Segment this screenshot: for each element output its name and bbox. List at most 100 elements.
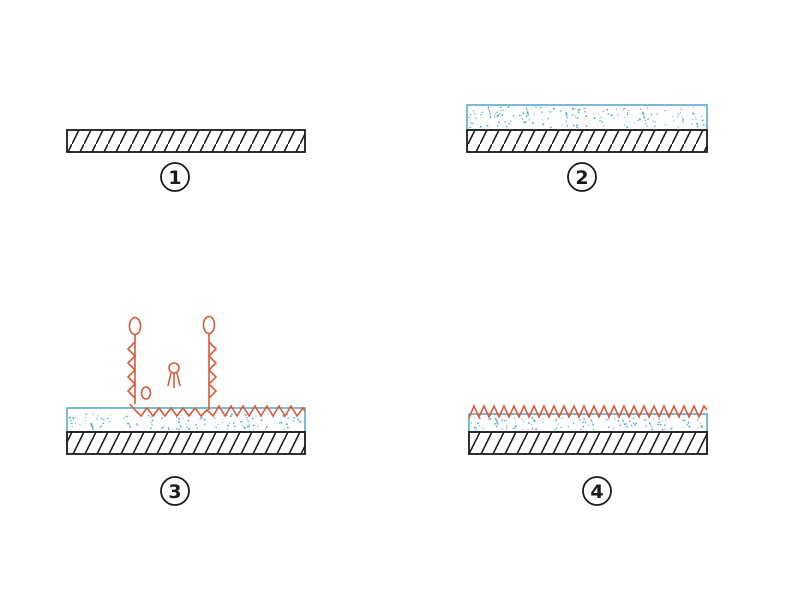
coating-dot (494, 417, 497, 420)
coating-dot (602, 125, 605, 127)
substrate-2 (466, 129, 708, 153)
spore-small (140, 386, 152, 400)
coating-dot (535, 428, 538, 431)
coating-dot (657, 423, 660, 426)
coating-dot (633, 422, 635, 424)
coating-dot (497, 423, 499, 425)
coating-dot (187, 429, 189, 431)
coating-dot (625, 426, 627, 428)
coating-dot (649, 422, 651, 425)
coating-dot (547, 117, 549, 120)
coating-dot (645, 425, 647, 427)
coating-dot (635, 422, 638, 425)
coating-dot (230, 413, 233, 416)
coating-dot (659, 423, 662, 426)
step-badge-4 (582, 476, 612, 506)
coating-dot (702, 123, 705, 126)
coating-dot (697, 427, 699, 429)
coating-dot (506, 427, 508, 430)
coating-dot (232, 421, 235, 424)
coating-dot (285, 423, 288, 426)
coating-dot (626, 126, 629, 129)
coating-dot (109, 414, 111, 416)
coating-dot (514, 421, 517, 423)
coating-dot (612, 114, 614, 116)
coating-dot (477, 422, 479, 425)
coating-dot (257, 425, 259, 427)
coating-dot (523, 421, 525, 423)
coating-dot (630, 424, 633, 427)
coating-dot (215, 426, 217, 429)
coating-dot (488, 109, 490, 112)
coating-dot (178, 417, 180, 420)
coating-dot (624, 116, 626, 118)
coating-dot (637, 119, 639, 122)
coating-dot (495, 113, 497, 115)
zoospore-flagella (167, 372, 181, 388)
coating-dot (606, 108, 609, 111)
coating-dot (610, 114, 613, 117)
coating-dot (650, 113, 653, 116)
coating-dot (592, 423, 595, 426)
coating-dot (552, 107, 555, 110)
coating-dot (525, 107, 528, 109)
coating-dot (623, 107, 625, 110)
coating-dot (533, 420, 536, 423)
coating-dot (136, 424, 139, 427)
coating-dot (299, 420, 302, 423)
surface-growth-3 (129, 403, 306, 418)
spore-head-right (202, 315, 216, 335)
coating-dot (661, 419, 663, 421)
coating-dot (127, 422, 129, 425)
coating-dot (489, 115, 492, 118)
coating-dot (126, 415, 129, 418)
coating-dot (554, 428, 556, 431)
coating-dot (652, 418, 655, 420)
coating-dot (560, 426, 562, 429)
coating-dot (195, 424, 197, 426)
coating-dot (583, 107, 585, 109)
coating-dot (79, 424, 81, 426)
coating-dot (585, 422, 587, 424)
step-label-2: 2 (575, 167, 588, 189)
coating-dot (283, 428, 285, 430)
coating-dot (151, 419, 154, 422)
coating-dot (187, 419, 190, 422)
coating-dot (628, 109, 630, 112)
coating-dot (577, 124, 579, 126)
coating-dot (490, 116, 492, 118)
coating-dot (199, 417, 202, 420)
coating-dot (646, 125, 648, 128)
coating-dot (533, 113, 535, 116)
coating-dot (282, 415, 285, 417)
coating-dot (661, 428, 664, 431)
coating-dot (640, 108, 642, 110)
coating-dot (686, 423, 689, 426)
coating-dot (248, 423, 250, 425)
coating-dot (579, 428, 582, 431)
coating-dot (566, 125, 569, 127)
coating-dots-4 (470, 417, 704, 431)
coating-dot (582, 421, 584, 424)
coating-dot (629, 121, 631, 123)
panel-1: 1 (66, 129, 306, 192)
coating-dot (664, 124, 666, 126)
coating-dot (472, 122, 474, 125)
coating-dot (633, 122, 635, 124)
coating-dot (645, 122, 647, 125)
coating-dot (615, 108, 617, 110)
coating-dot (692, 112, 694, 115)
coating-dot (527, 422, 530, 424)
coating-dot (571, 114, 574, 116)
coating-dot (136, 423, 138, 425)
coating-dot (221, 421, 224, 423)
coating-dot (74, 423, 77, 425)
coating-dot (227, 424, 230, 427)
coating-dot (677, 116, 679, 118)
step-label-3: 3 (168, 481, 181, 503)
coating-dot (188, 427, 191, 430)
coating-dot (508, 122, 510, 125)
step-badge-1 (160, 162, 190, 192)
coating-dot (619, 424, 622, 427)
coating-dot (107, 417, 109, 420)
